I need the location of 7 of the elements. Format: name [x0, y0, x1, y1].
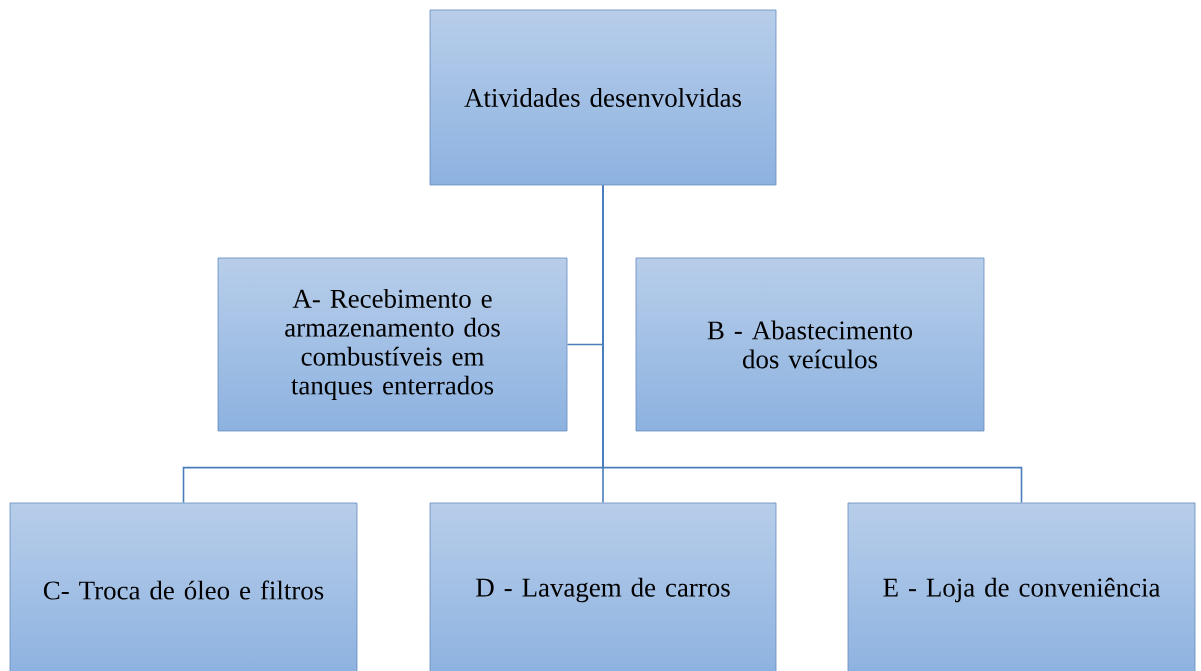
- process-box: D - Lavagem de carros: [429, 502, 777, 671]
- process-box: C- Troca de óleo e filtros: [9, 502, 358, 671]
- process-box: Atividades desenvolvidas: [429, 9, 777, 186]
- process-box: E - Loja de conveniência: [847, 502, 1196, 671]
- process-box: B - Abastecimento dos veículos: [635, 257, 985, 432]
- connector-line: [602, 184, 1023, 504]
- process-box: A- Recebimento e armazenamento dos combustíveis em tanques enterrados: [217, 257, 568, 432]
